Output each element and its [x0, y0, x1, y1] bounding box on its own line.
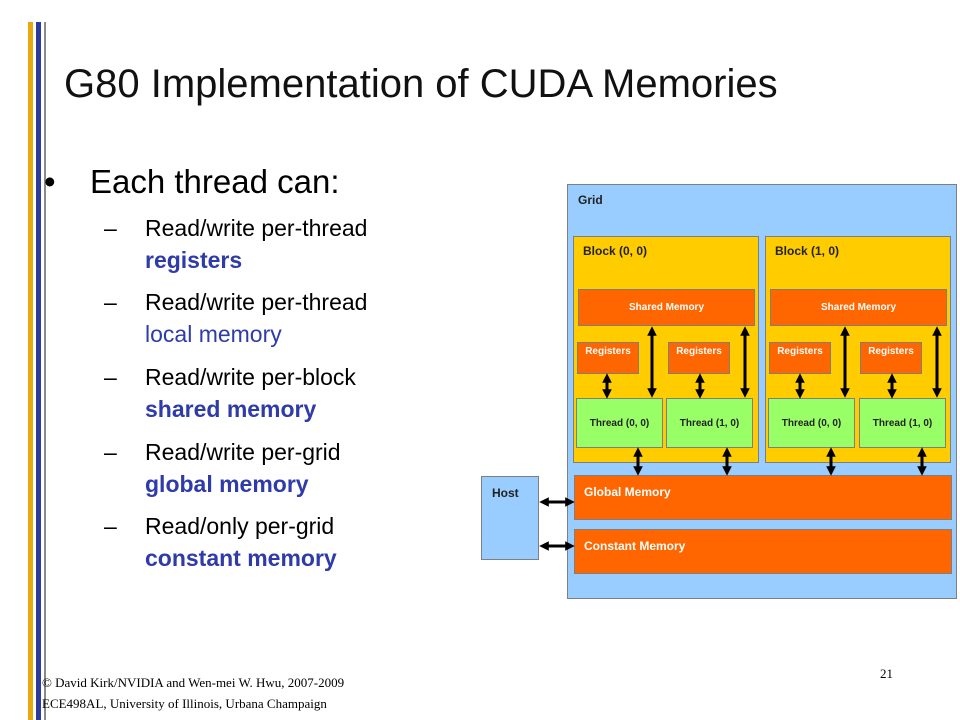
- thread: Thread (1, 0): [666, 398, 753, 448]
- bullet-dot: •: [44, 163, 56, 200]
- left-bar-gold: [28, 22, 33, 720]
- thread: Thread (1, 0): [859, 398, 946, 448]
- grid-label: Grid: [578, 193, 603, 207]
- block-label: Block (1, 0): [775, 244, 840, 258]
- slide-title: G80 Implementation of CUDA Memories: [64, 62, 778, 106]
- list-item-keyword: global memory: [145, 471, 309, 497]
- global-memory: Global Memory: [574, 475, 952, 520]
- list-dash: –: [104, 364, 117, 390]
- page-number: 21: [880, 666, 893, 681]
- thread: Thread (0, 0): [768, 398, 855, 448]
- bullet-heading: • Each thread can:: [44, 163, 340, 201]
- list-dash: –: [104, 439, 117, 465]
- shared-memory: Shared Memory: [578, 289, 755, 326]
- footer-line-1: © David Kirk/NVIDIA and Wen-mei W. Hwu, …: [42, 675, 345, 690]
- registers: Registers: [860, 342, 922, 374]
- bullet-text: Each thread can:: [90, 163, 340, 200]
- list-item-text: Read/write per-block: [145, 364, 356, 390]
- shared-memory: Shared Memory: [770, 289, 947, 326]
- thread: Thread (0, 0): [576, 398, 663, 448]
- list-item-text: Read/write per-thread: [145, 289, 368, 315]
- constant-memory: Constant Memory: [574, 529, 952, 574]
- list-item-keyword: shared memory: [145, 396, 317, 422]
- left-bar-blue: [36, 22, 41, 720]
- footer-credits: © David Kirk/NVIDIA and Wen-mei W. Hwu, …: [42, 672, 344, 714]
- list-dash: –: [104, 513, 117, 539]
- list-item-keyword: constant memory: [145, 545, 337, 571]
- registers: Registers: [577, 342, 639, 374]
- list-item-keyword: registers: [145, 247, 243, 273]
- footer-line-2: ECE498AL, University of Illinois, Urbana…: [42, 696, 327, 711]
- list-item-text: Read/only per-grid: [145, 513, 335, 539]
- list-dash: –: [104, 289, 117, 315]
- list-item-keyword: local memory: [145, 321, 282, 347]
- block-label: Block (0, 0): [583, 244, 648, 258]
- host-box: Host: [481, 476, 539, 560]
- left-bar-gray: [44, 22, 46, 720]
- registers: Registers: [668, 342, 730, 374]
- list-item-text: Read/write per-grid: [145, 439, 341, 465]
- list-item-text: Read/write per-thread: [145, 215, 368, 241]
- list-dash: –: [104, 215, 117, 241]
